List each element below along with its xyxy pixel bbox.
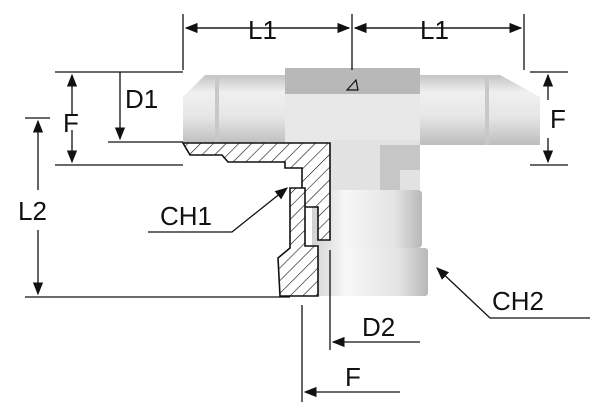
section-hatch — [181, 142, 331, 297]
label-f-left: F — [63, 108, 79, 138]
label-l2: L2 — [18, 196, 47, 226]
label-l1-left: L1 — [248, 15, 277, 45]
label-ch2: CH2 — [492, 286, 544, 316]
label-f-bottom: F — [345, 362, 361, 392]
manufacturer-logo-mark — [345, 78, 359, 91]
fitting-body — [183, 68, 540, 190]
label-f-right: F — [550, 104, 566, 134]
label-ch1: CH1 — [160, 201, 212, 231]
label-d2: D2 — [362, 312, 395, 342]
dimension-labels: L1 L1 F D1 F L2 CH1 CH2 D2 F — [18, 15, 566, 392]
swivel-nut — [310, 190, 428, 296]
label-d1: D1 — [125, 84, 158, 114]
dimension-lines — [25, 14, 590, 402]
label-l1-right: L1 — [420, 15, 449, 45]
